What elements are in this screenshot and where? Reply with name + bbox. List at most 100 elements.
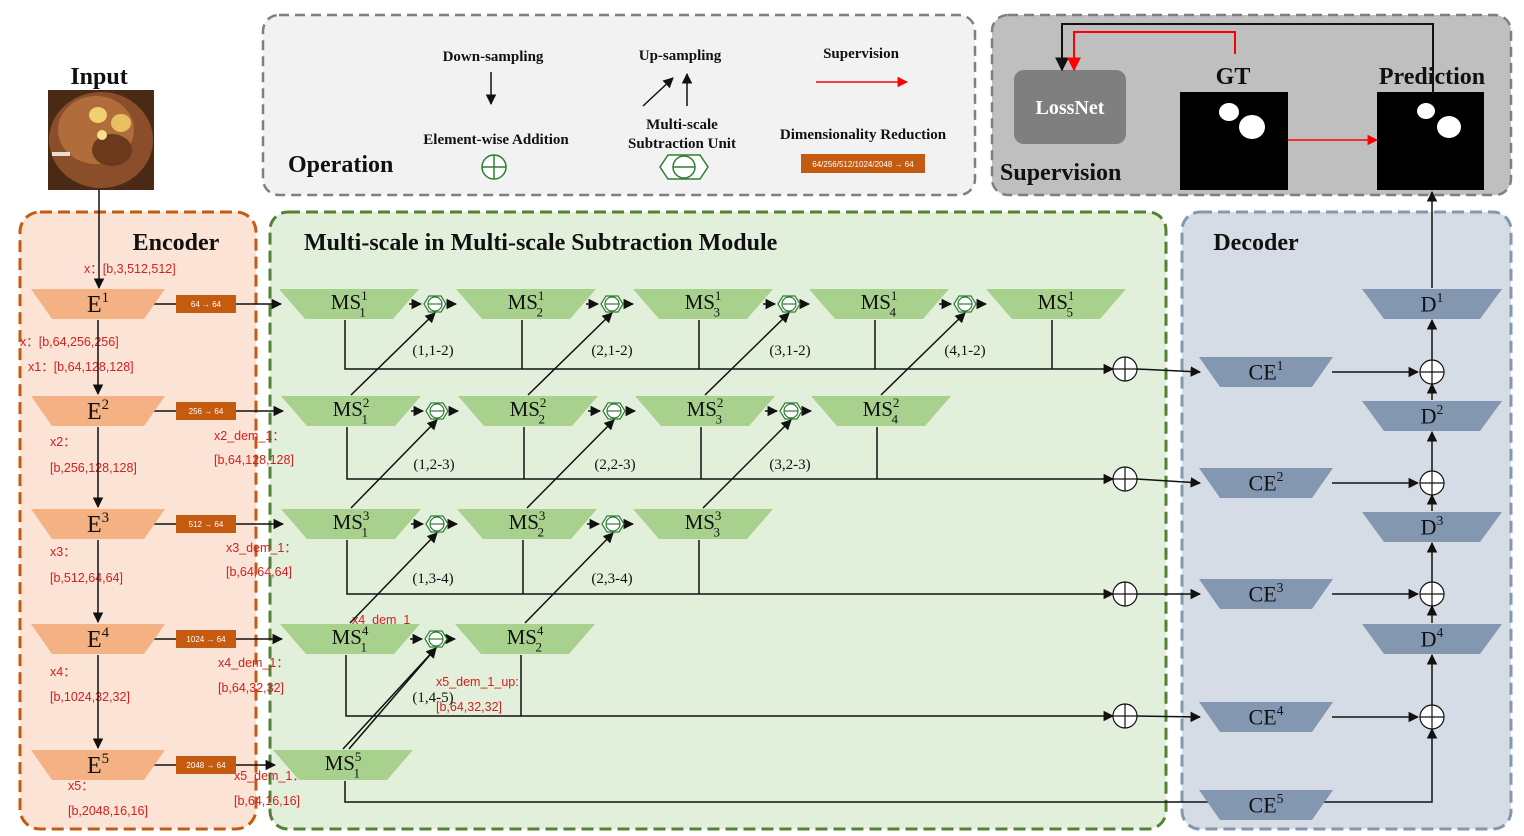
anno-x5-name: x5： bbox=[68, 779, 94, 793]
dimred-example-block bbox=[801, 154, 925, 173]
legend-msu-label-line1: Multi-scale bbox=[646, 117, 718, 133]
anno-x2-dem-name: x2_dem_1： bbox=[214, 429, 285, 443]
anno-x3-name: x3： bbox=[50, 545, 76, 559]
d-label-3: D3 bbox=[1421, 513, 1444, 539]
encoder-block-e1 bbox=[31, 289, 165, 319]
ce-block-3 bbox=[1199, 579, 1333, 609]
legend-dimred-label: Dimensionality Reduction bbox=[780, 127, 947, 143]
dimred-rect-5 bbox=[176, 756, 236, 774]
msu-1-1 bbox=[423, 295, 447, 313]
plus-to-ce-4 bbox=[1136, 711, 1202, 723]
dimred-rect-2 bbox=[176, 402, 236, 420]
decoder-plus-2 bbox=[1419, 470, 1445, 496]
d-block-1 bbox=[1362, 289, 1502, 319]
ms-block-1-5 bbox=[986, 289, 1126, 319]
ms-block-4-1 bbox=[280, 624, 420, 654]
up-arrow-3-1 bbox=[350, 419, 438, 509]
ms-block-3-2 bbox=[457, 509, 597, 539]
anno-x4-name: x4： bbox=[50, 665, 76, 679]
prediction-to-lossnet-connector bbox=[1055, 23, 1434, 92]
anno-x3-dem-shape: [b,64,64,64] bbox=[226, 565, 292, 579]
row-sum-plus-3 bbox=[1112, 581, 1138, 607]
supervision-title: Supervision bbox=[1000, 160, 1121, 186]
anno-x3-shape: [b,512,64,64] bbox=[50, 571, 123, 585]
pair-label-2-1: (1,2-3) bbox=[413, 457, 454, 473]
anno-x5-dem-shape: [b,64,16,16] bbox=[234, 794, 300, 808]
ms-block-2-3 bbox=[635, 396, 775, 426]
dimred-block-5: 2048 → 64 bbox=[176, 756, 236, 774]
anno-x4-dem-name: x4_dem_1： bbox=[218, 656, 289, 670]
ce-block-4 bbox=[1199, 702, 1333, 732]
legend-msu-label-line2: Subtraction Unit bbox=[628, 136, 736, 152]
legend-addition-label: Element-wise Addition bbox=[423, 132, 569, 148]
anno-x5-dem-up-name: x5_dem_1_up: bbox=[436, 675, 519, 689]
up-arrow-4-2 bbox=[524, 532, 614, 624]
pair-labels-layer: (1,1-2)(2,1-2)(3,1-2)(4,1-2)(1,2-3)(2,2-… bbox=[412, 343, 985, 706]
encoder-label-e3: E3 bbox=[87, 510, 109, 538]
operation-panel bbox=[261, 13, 977, 197]
msu-3-1 bbox=[425, 515, 449, 533]
ms-block-1-2 bbox=[456, 289, 596, 319]
pair-label-3-1: (1,3-4) bbox=[412, 571, 453, 587]
encoder-block-e4 bbox=[31, 624, 165, 654]
ms-block-2-4 bbox=[811, 396, 951, 426]
ms-block-1-4 bbox=[809, 289, 949, 319]
anno-x4-shape: [b,1024,32,32] bbox=[50, 690, 130, 704]
decoder-plus-4 bbox=[1419, 704, 1445, 730]
ms-block-5-1 bbox=[273, 750, 413, 780]
row-sum-plus-1 bbox=[1112, 356, 1138, 382]
encoder-block-e3 bbox=[31, 509, 165, 539]
pair-label-4-1: (1,4-5) bbox=[412, 690, 453, 706]
dimred-block-3: 512 → 64 bbox=[176, 515, 236, 533]
anno-x1: x1：[b,64,128,128] bbox=[28, 360, 134, 374]
encoder-block-e2 bbox=[31, 396, 165, 426]
ms-block-1-3 bbox=[633, 289, 773, 319]
up-arrow-2-4 bbox=[880, 312, 966, 396]
legend-down-sampling-label: Down-sampling bbox=[443, 49, 544, 65]
msu-2-1 bbox=[425, 402, 449, 420]
up-arrow-3-3 bbox=[702, 419, 792, 509]
ce-block-2 bbox=[1199, 468, 1333, 498]
row-sum-plus-2 bbox=[1112, 466, 1138, 492]
dimred-rect-3 bbox=[176, 515, 236, 533]
msu-3-2 bbox=[601, 515, 625, 533]
row-sum-line-1 bbox=[344, 320, 1115, 375]
dimred-label-2: 256 → 64 bbox=[189, 407, 224, 416]
decoder-plus-3 bbox=[1419, 581, 1445, 607]
plus-to-ce-1 bbox=[1136, 366, 1202, 377]
ms-module-title: Multi-scale in Multi-scale Subtraction M… bbox=[304, 230, 778, 256]
row-sum-plus-4 bbox=[1112, 703, 1138, 729]
pair-label-2-2: (2,2-3) bbox=[594, 457, 635, 473]
dimred-block-2: 256 → 64 bbox=[176, 402, 236, 420]
legend-supervision-label: Supervision bbox=[823, 46, 900, 62]
dimred-block-1: 64 → 64 bbox=[176, 295, 236, 313]
lossnet-label: LossNet bbox=[1036, 97, 1105, 119]
ce-label-4: CE4 bbox=[1249, 703, 1284, 729]
up-arrow-4-1 bbox=[349, 532, 438, 624]
anno-x5-dem-name: x5_dem_1： bbox=[234, 769, 305, 783]
ms-block-4-2 bbox=[455, 624, 595, 654]
pair-label-1-4: (4,1-2) bbox=[944, 343, 985, 359]
dimred-block-4: 1024 → 64 bbox=[176, 630, 236, 648]
d-block-2 bbox=[1362, 401, 1502, 431]
gt-to-lossnet-connector bbox=[1067, 31, 1236, 72]
anno-x4-dem-inner: x4_dem_1 bbox=[352, 613, 410, 627]
d-block-3 bbox=[1362, 512, 1502, 542]
dimred-example-label: 64/256/512/1024/2048 → 64 bbox=[812, 160, 914, 169]
encoder-title: Encoder bbox=[133, 230, 220, 256]
msu-4-1 bbox=[424, 630, 448, 648]
d-label-2: D2 bbox=[1421, 402, 1444, 428]
row-sum-line-4 bbox=[345, 655, 1115, 722]
